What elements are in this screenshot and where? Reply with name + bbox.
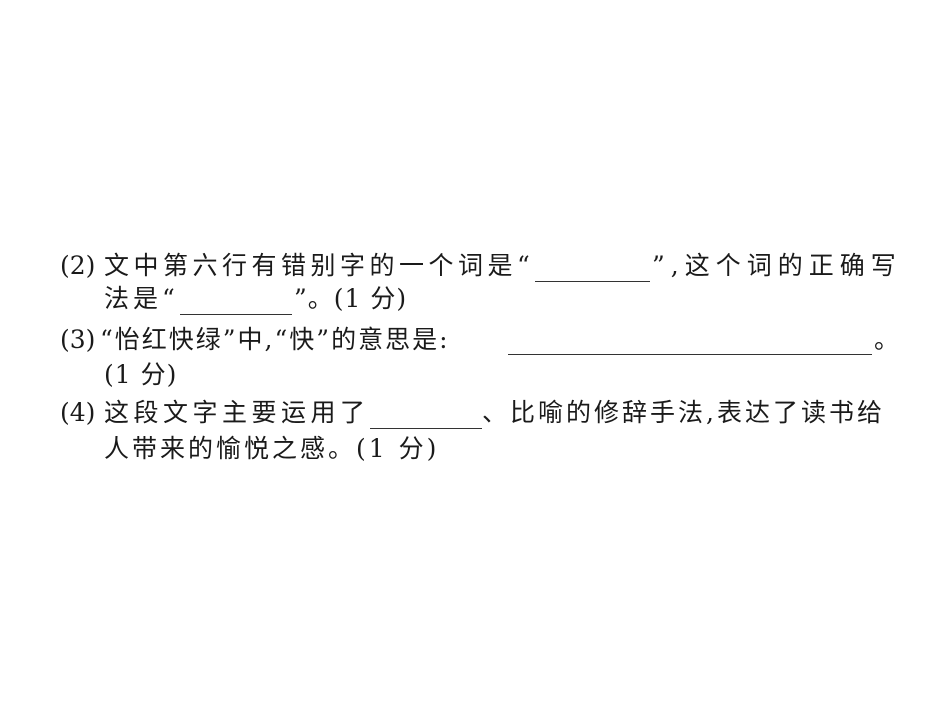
answer-blank[interactable] — [508, 354, 872, 355]
question-text: 人带来的愉悦之感。(1 分) — [104, 434, 440, 463]
question-number: (4) — [60, 398, 96, 427]
question-text: 。 — [874, 325, 904, 354]
question-number: (2) — [60, 251, 96, 280]
question-text: 文中第六行有错别字的一个词是“ — [104, 251, 535, 280]
answer-blank[interactable] — [535, 281, 650, 282]
question-text: ”。(1 分) — [294, 284, 408, 313]
question-number: (3) — [60, 325, 96, 354]
question-text: ”,这个词的正确写 — [652, 251, 902, 280]
answer-blank[interactable] — [370, 428, 482, 429]
question-text: 、比喻的修辞手法,表达了读书给 — [482, 398, 885, 427]
question-text: (1 分) — [104, 360, 178, 389]
question-text: 法是“ — [104, 284, 179, 313]
question-text: 这段文字主要运用了 — [104, 398, 370, 427]
answer-blank[interactable] — [180, 314, 292, 315]
question-text: “怡红快绿”中,“快”的意思是: — [100, 325, 450, 354]
